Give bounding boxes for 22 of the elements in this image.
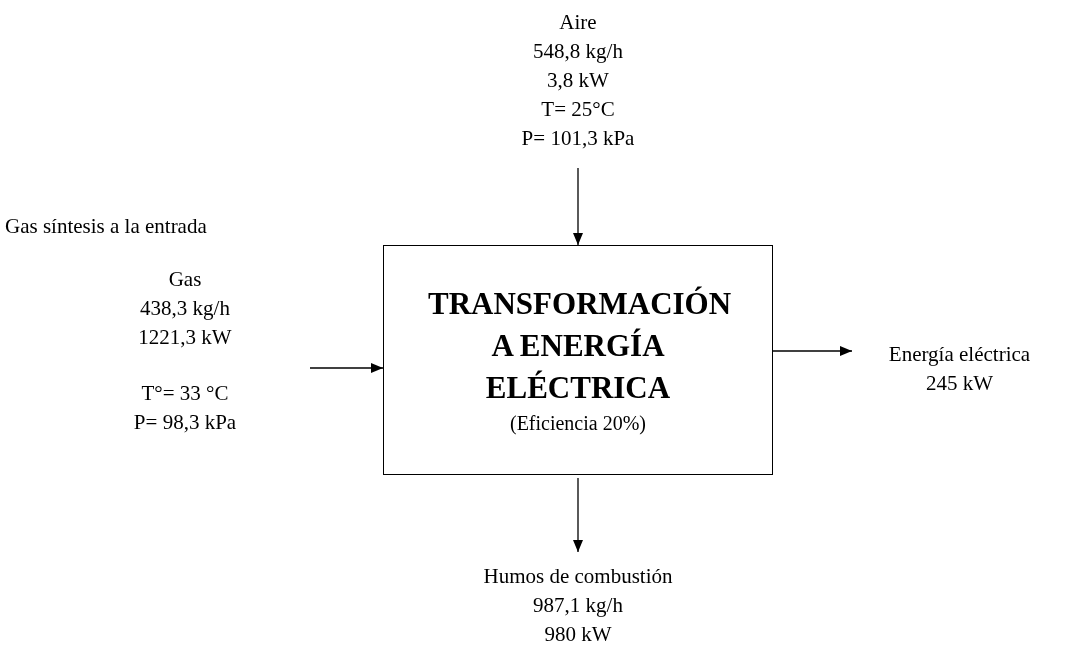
flow-value: 548,8 kg/h: [532, 38, 624, 65]
flow-label: Humos de combustión: [482, 563, 674, 590]
flow-value: 245 kW: [924, 370, 995, 397]
arrow: [573, 167, 583, 246]
flow-value: P= 98,3 kPa: [133, 409, 237, 436]
flow-value: 987,1 kg/h: [532, 592, 624, 619]
flow-label: Gas síntesis a la entrada: [5, 213, 207, 240]
flow-value: 1221,3 kW: [138, 324, 232, 351]
flow-value: Gas: [168, 266, 202, 293]
flow-label: Energía eléctrica: [887, 341, 1032, 368]
flow-value: 980 kW: [543, 621, 613, 648]
arrow: [309, 363, 384, 373]
flow-value: T= 25°C: [540, 96, 616, 123]
flow-value: 438,3 kg/h: [140, 295, 230, 322]
process-note: (Eficiencia 20%): [509, 410, 646, 437]
arrow: [772, 346, 853, 356]
flow-value: T°= 33 °C: [141, 380, 229, 407]
flow-value: 3,8 kW: [546, 67, 610, 94]
flow-label: Aire: [558, 9, 598, 36]
arrow: [573, 477, 583, 553]
process-box: [383, 245, 773, 475]
flow-value: P= 101,3 kPa: [520, 125, 636, 152]
